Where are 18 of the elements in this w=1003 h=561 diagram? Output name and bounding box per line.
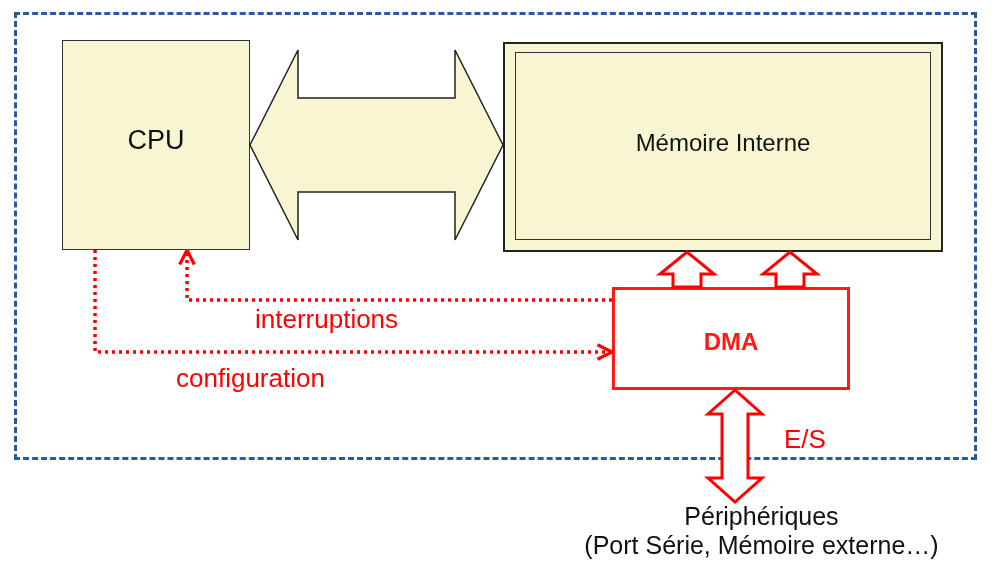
node-label: Mémoire Interne [635,129,811,157]
block-arrow [655,250,719,289]
node-label: DMA [703,327,759,356]
dma-box [612,287,850,390]
block-arrow [704,388,766,504]
block-arrow [249,49,504,241]
node-label: CPU [127,125,185,157]
edge-label: E/S [784,426,826,452]
edge-label: interruptions [255,306,399,332]
dotted-arrow [93,250,614,361]
dotted-arrow [178,248,612,302]
block-arrow [758,250,822,289]
cpu-box [62,40,250,250]
edge-label: configuration [176,365,325,391]
dashed-boundary [14,12,977,460]
memory-box [503,42,943,252]
peripherals-detail: (Port Série, Mémoire externe…) [584,530,939,560]
peripherals-title: Périphériques [684,502,839,531]
